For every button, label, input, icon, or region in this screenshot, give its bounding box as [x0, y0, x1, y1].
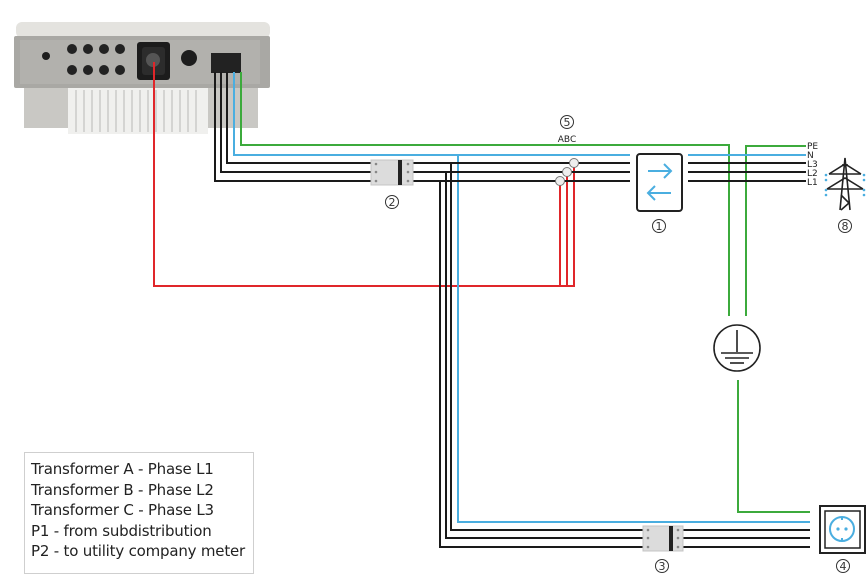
line-label-l3: L3: [807, 160, 818, 170]
line-label-l2: L2: [807, 169, 818, 179]
marker-5: 5: [560, 115, 574, 129]
marker-2-label: 2: [389, 196, 396, 209]
legend-item: Transformer C - Phase L3: [31, 501, 214, 519]
marker-1-label: 1: [656, 220, 663, 233]
legend-item: Transformer A - Phase L1: [31, 460, 214, 478]
marker-4-label: 4: [840, 560, 847, 573]
ct-signal-wire: [153, 62, 575, 287]
marker-2: 2: [385, 195, 399, 209]
line-label-l1: L1: [807, 178, 818, 188]
bidirectional-meter-icon: [636, 153, 683, 212]
marker-1: 1: [652, 219, 666, 233]
legend-item: P2 - to utility company meter: [31, 542, 245, 560]
marker-8: 8: [838, 219, 852, 233]
marker-3: 3: [655, 559, 669, 573]
phase-wires: [214, 72, 810, 548]
earth-wire: [240, 72, 810, 513]
inverter-image: [14, 22, 270, 134]
current-transformer-icon: [555, 158, 579, 186]
neutral-wire: [233, 72, 810, 523]
marker-4: 4: [836, 559, 850, 573]
line-label-pe: PE: [807, 142, 818, 152]
marker-8-label: 8: [842, 220, 849, 233]
schuko-socket-icon: [819, 505, 866, 554]
earth-ground-icon: [713, 324, 761, 372]
ct-phases-label: ABC: [558, 135, 576, 145]
marker-5-label: 5: [564, 116, 571, 129]
breaker-icon: [370, 159, 414, 186]
breaker-icon: [642, 525, 684, 552]
legend-box: Transformer A - Phase L1 Transformer B -…: [24, 452, 254, 574]
marker-3-label: 3: [659, 560, 666, 573]
legend-item: Transformer B - Phase L2: [31, 480, 214, 499]
line-label-n: N: [807, 151, 814, 161]
legend-item: P1 - from subdistribution: [31, 521, 212, 540]
power-pylon-icon: [824, 157, 866, 211]
